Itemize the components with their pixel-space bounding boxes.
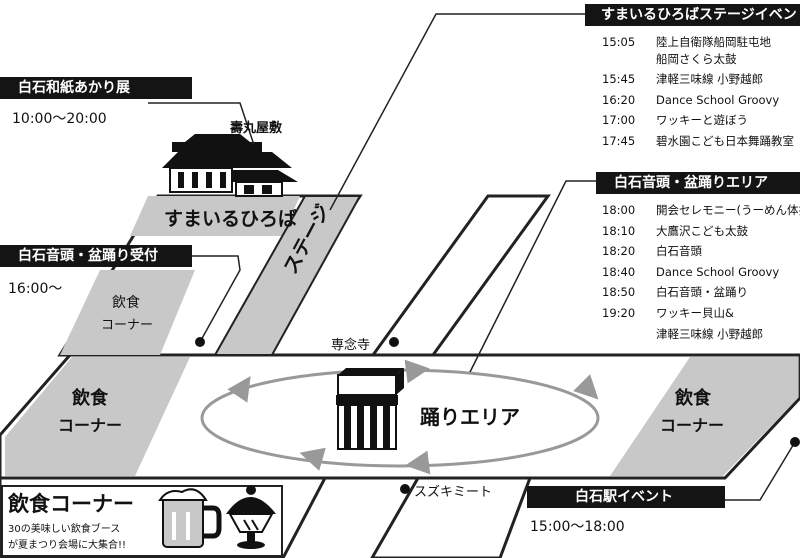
food-corner-left-area (5, 357, 190, 476)
stage-row: 17:45 碧水園こども日本舞踊教室 (602, 131, 794, 152)
dance-row-time: 18:00 (602, 203, 636, 217)
food-corner-small-area (60, 270, 195, 355)
reception-time: 16:00〜 (8, 281, 63, 297)
dance-row-event: 大鷹沢こども太鼓 (656, 223, 748, 238)
food-corner-small-label-1: 飲食 (112, 295, 140, 311)
stage-schedule-title: すまいるひろばステージイベント (585, 4, 800, 45)
washi-exhibit-title: 白石和紙あかり展 (0, 77, 192, 99)
dance-row-event: 開会セレモニー(うーめん体操) (656, 203, 800, 217)
promo-title: 飲食コーナー (8, 492, 134, 516)
stage-row-event: 船岡さくら太鼓 (656, 51, 737, 66)
dance-arrow-1 (227, 376, 251, 403)
stage-row-time: 15:05 (602, 35, 636, 49)
stage-row-event: ワッキーと遊ぼう (656, 113, 748, 128)
washi-exhibit-hours: 10:00〜20:00 (12, 111, 107, 127)
food-corner-right-label-1: 飲食 (675, 388, 711, 409)
station-event-title: 白石駅イベント (527, 486, 725, 508)
stage-row: 船岡さくら太鼓 (602, 49, 794, 70)
dance-row-time: 18:40 (602, 264, 636, 279)
kotobukimaru-house-icon (162, 134, 298, 197)
stage-row-time: 15:45 (602, 72, 636, 87)
reception-title: 白石音頭・盆踊り受付 (0, 245, 192, 267)
stage-row: 16:20 Dance School Groovy (602, 90, 794, 111)
dance-arrow-4 (405, 450, 431, 475)
sennenji-dot (389, 337, 399, 347)
stage-row: 15:05 陸上自衛隊船岡駐屯地 (602, 32, 794, 53)
lower-middle-road (370, 476, 533, 558)
yagura-tower-icon (336, 368, 404, 450)
dance-row: 津軽三味線 小野越郎 (602, 324, 800, 345)
dance-arrow-3 (573, 374, 599, 400)
leader-reception (192, 255, 241, 343)
dance-arrow-5 (299, 447, 326, 471)
station-event-hours: 15:00〜18:00 (530, 519, 625, 535)
dance-row: 19:20 ワッキー貝山& (602, 303, 800, 324)
promo-line-2: が夏まつり会場に大集合!! (8, 540, 127, 551)
leader-dance (469, 180, 596, 373)
leader-station (725, 441, 796, 501)
sumairu-hiroba-label: すまいるひろば (164, 208, 298, 230)
leader-lines (148, 13, 796, 501)
station-dot (790, 437, 800, 447)
food-corner-left-label-1: 飲食 (72, 388, 108, 409)
dance-row-time (602, 324, 656, 345)
suzuki-meat-label: スズキミート (414, 485, 493, 500)
stage-row-time (602, 49, 656, 70)
leader-washi (148, 102, 256, 149)
dance-row: 18:20 白石音頭 (602, 241, 800, 262)
stage-row-time: 16:20 (602, 92, 636, 107)
shaved-ice-icon (226, 485, 276, 549)
stage-row-event: 碧水園こども日本舞踊教室 (656, 133, 794, 148)
leader-stage (329, 13, 630, 211)
stage-row: 17:00 ワッキーと遊ぼう (602, 110, 794, 131)
dance-schedule-title: 白石音頭・盆踊りエリア (596, 172, 800, 194)
reception-dot (195, 337, 205, 347)
promo-line-1: 30の美味しい飲食ブース (8, 524, 121, 535)
dance-row-event: 白石音頭・盆踊り (656, 285, 748, 300)
dance-row: 18:40 Dance School Groovy (602, 262, 800, 283)
dance-row-time: 18:20 (602, 244, 636, 259)
main-plaza-road (0, 353, 800, 480)
stage-area (213, 195, 362, 356)
food-corner-left-label-2: コーナー (58, 416, 123, 435)
dance-row: 18:00 開会セレモニー(うーめん体操) (602, 200, 800, 221)
sennenji-label: 専念寺 (331, 338, 371, 353)
sumairu-hiroba-band (130, 196, 300, 236)
stage-row-event: Dance School Groovy (656, 92, 780, 107)
dance-arrow-2 (404, 359, 430, 384)
stage-row-time: 17:00 (602, 113, 636, 128)
dance-row-time: 18:50 (602, 285, 636, 300)
dance-row-event: 津軽三味線 小野越郎 (656, 326, 764, 341)
stage-row: 15:45 津軽三味線 小野越郎 (602, 69, 794, 90)
dance-area-label: 踊りエリア (420, 405, 520, 429)
dance-row: 18:10 大鷹沢こども太鼓 (602, 221, 800, 242)
dance-row-event: 白石音頭 (656, 244, 702, 259)
dance-row-event: ワッキー貝山& (656, 305, 734, 320)
washi-dot (251, 144, 259, 152)
dance-schedule-list: 18:00 開会セレモニー(うーめん体操) 18:10 大鷹沢こども太鼓 18:20… (602, 200, 800, 344)
dance-row-time: 19:20 (602, 305, 636, 320)
food-corner-right-label-2: コーナー (660, 416, 725, 435)
dance-row-time: 18:10 (602, 223, 636, 238)
stage-row-event: 陸上自衛隊船岡駐屯地 (656, 35, 771, 49)
food-corner-small-label-2: コーナー (101, 318, 154, 333)
dance-row-event: Dance School Groovy (656, 264, 780, 279)
suzuki-meat-dot (400, 484, 410, 494)
beer-mug-icon (158, 488, 222, 548)
diagonal-road-upper-right (370, 194, 551, 357)
kotobukimaru-label: 壽丸屋敷 (230, 121, 283, 136)
stage-row-time: 17:45 (602, 133, 636, 148)
dance-row: 18:50 白石音頭・盆踊り (602, 282, 800, 303)
stage-row-event: 津軽三味線 小野越郎 (656, 72, 764, 87)
food-corner-right-area (610, 357, 798, 476)
